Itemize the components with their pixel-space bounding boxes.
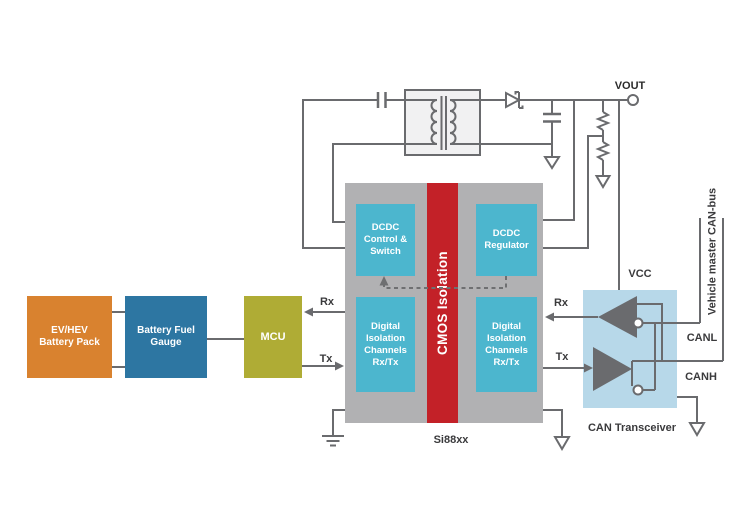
tx-label-can: Tx [555, 351, 569, 363]
dcdc-regulator-label: DCDC Regulator [484, 228, 529, 251]
dcdc-regulator-block: DCDC Regulator [476, 204, 537, 276]
mcu-label: MCU [260, 331, 286, 343]
si88xx-label: Si88xx [433, 434, 469, 446]
cmos-isolation-bar [427, 183, 458, 423]
canh-label: CANH [685, 371, 717, 383]
vehicle-master-can-bus-label: Vehicle master CAN-bus [706, 187, 718, 316]
tx-label-mcu: Tx [319, 353, 333, 365]
canl-label: CANL [686, 332, 718, 344]
can-transceiver-label: CAN Transceiver [587, 422, 677, 434]
rx-label-mcu: Rx [319, 296, 335, 308]
battery-fuel-gauge-block: Battery Fuel Gauge [125, 296, 207, 378]
digital-isolation-channels-left-block: Digital Isolation Channels Rx/Tx [356, 297, 415, 392]
vout-label: VOUT [614, 80, 646, 92]
dcdc-control-switch-label: DCDC Control & Switch [363, 222, 408, 257]
rx-label-can: Rx [553, 297, 569, 309]
digital-isolation-left-label: Digital Isolation Channels Rx/Tx [364, 320, 407, 368]
ev-hev-battery-pack-block: EV/HEV Battery Pack [27, 296, 112, 378]
vcc-label: VCC [628, 268, 652, 280]
digital-isolation-channels-right-block: Digital Isolation Channels Rx/Tx [476, 297, 537, 392]
digital-isolation-right-label: Digital Isolation Channels Rx/Tx [485, 320, 528, 368]
mcu-block: MCU [244, 296, 302, 378]
battery-pack-label: EV/HEV Battery Pack [39, 324, 100, 349]
battery-fuel-gauge-label: Battery Fuel Gauge [137, 324, 195, 349]
